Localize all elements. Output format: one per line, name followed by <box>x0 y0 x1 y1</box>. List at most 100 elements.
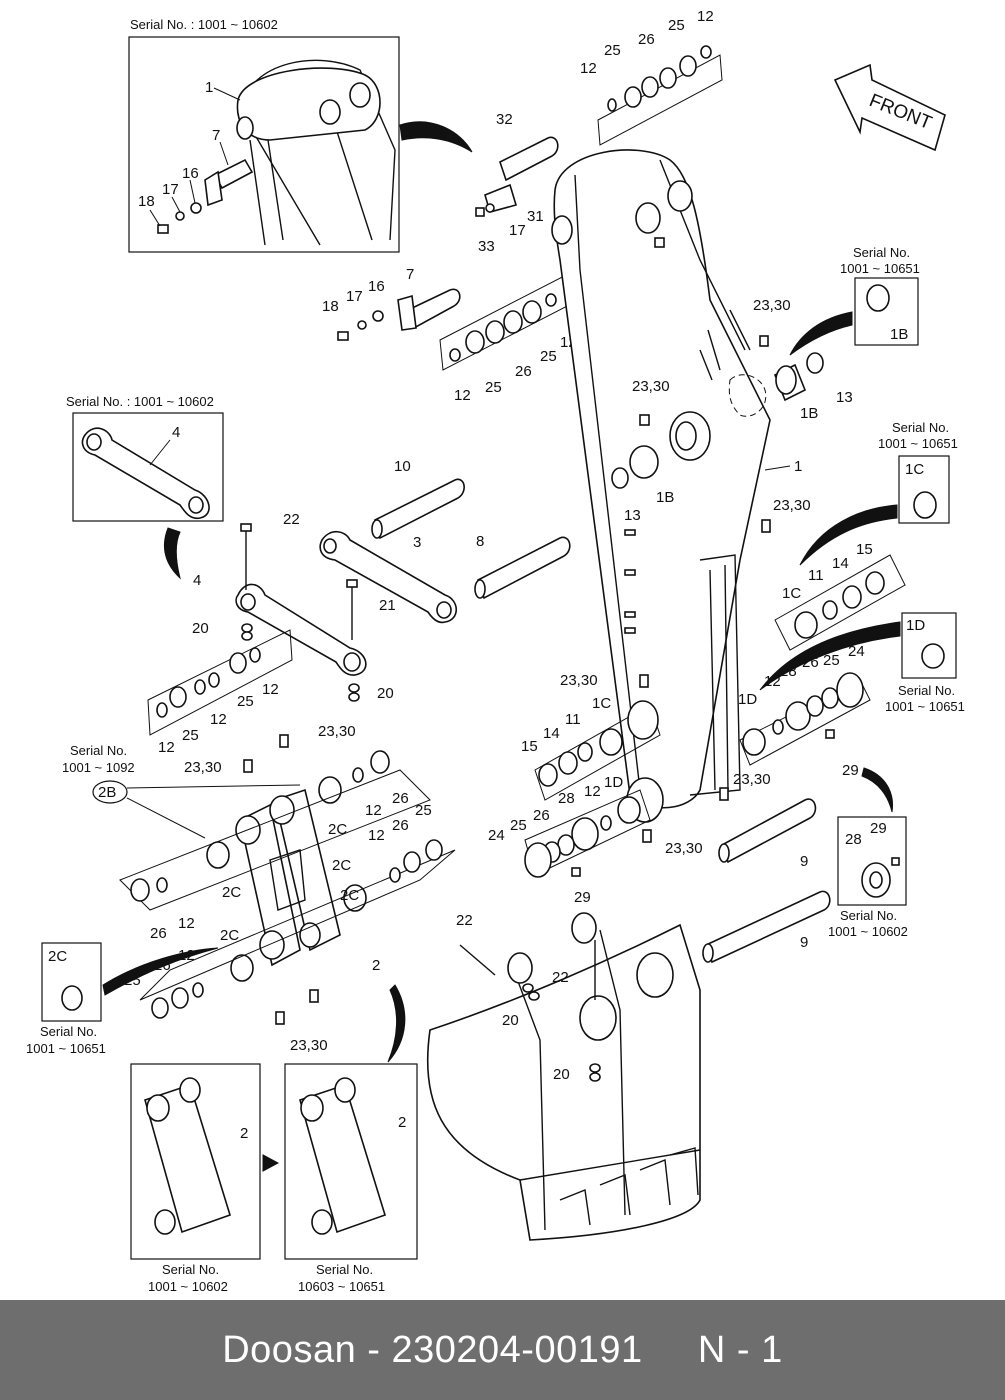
label-2C: 2C <box>332 857 351 874</box>
label-1B: 1B <box>656 489 674 506</box>
label-12: 12 <box>368 827 385 844</box>
serial-1d-line1: Serial No. <box>898 683 955 698</box>
label-4: 4 <box>172 424 180 441</box>
label-28: 28 <box>558 790 575 807</box>
label-25: 25 <box>182 727 199 744</box>
inset-link-2-b: 2 Serial No. 10603 ~ 10651 <box>284 1063 418 1294</box>
label-25: 25 <box>510 817 527 834</box>
bushing-1d-right: 1D 12 28 26 25 24 29 <box>738 643 871 779</box>
serial-link-a-line2: 1001 ~ 10602 <box>148 1279 228 1294</box>
callout-arrow-1b <box>789 311 853 356</box>
label-12: 12 <box>697 8 714 25</box>
inset-2b-callout: Serial No. 1001 ~ 1092 2B <box>62 743 301 839</box>
label-25: 25 <box>237 693 254 710</box>
bushing-1b-inside: 23,30 1B 13 <box>611 378 674 524</box>
label-23-30: 23,30 <box>665 840 703 857</box>
inset-link-2-a: 2 Serial No. 1001 ~ 10602 <box>130 1063 261 1294</box>
label-20: 20 <box>377 685 394 702</box>
label-20: 20 <box>192 620 209 637</box>
label-10: 10 <box>394 458 411 475</box>
label-16: 16 <box>182 165 199 182</box>
top-washer-stack: 12 25 26 25 12 <box>580 8 723 146</box>
label-26: 26 <box>150 925 167 942</box>
label-25: 25 <box>485 379 502 396</box>
label-15: 15 <box>521 738 538 755</box>
label-12: 12 <box>158 739 175 756</box>
label-33: 33 <box>478 238 495 255</box>
inset-1b: Serial No. 1001 ~ 10651 1B <box>840 245 920 346</box>
pin-9-upper: 9 <box>718 798 817 870</box>
label-26: 26 <box>802 654 819 671</box>
serial-1b-line2: 1001 ~ 10651 <box>840 261 920 276</box>
label-4: 4 <box>193 572 201 589</box>
label-23-30: 23,30 <box>184 759 222 776</box>
label-9: 9 <box>800 934 808 951</box>
label-2: 2 <box>398 1114 406 1131</box>
label-2C: 2C <box>222 884 241 901</box>
callout-arrow-28 <box>861 767 894 813</box>
footer-bar: Doosan - 230204-00191 N - 1 <box>0 1300 1005 1400</box>
label-18: 18 <box>322 298 339 315</box>
label-12: 12 <box>178 915 195 932</box>
serial-1c-line2: 1001 ~ 10651 <box>878 436 958 451</box>
front-arrow: FRONT <box>833 63 946 152</box>
label-26: 26 <box>392 790 409 807</box>
callout-arrow-2c <box>102 947 219 996</box>
label-12: 12 <box>764 673 781 690</box>
label-12: 12 <box>365 802 382 819</box>
label-20: 20 <box>553 1066 570 1083</box>
left-washer-stack: 12 25 12 25 12 <box>147 629 293 756</box>
bushing-1c-right: 23,30 1C 11 14 15 <box>761 497 906 651</box>
label-2: 2 <box>240 1125 248 1142</box>
label-25: 25 <box>604 42 621 59</box>
callout-arrow-1d <box>759 621 901 691</box>
label-1C: 1C <box>592 695 611 712</box>
label-1D: 1D <box>738 691 757 708</box>
serial-2b-line2: 1001 ~ 1092 <box>62 760 135 775</box>
arrow-right-icon <box>262 1154 280 1172</box>
label-26: 26 <box>392 817 409 834</box>
label-12: 12 <box>210 711 227 728</box>
label-23-30: 23,30 <box>733 771 771 788</box>
serial-1d-line2: 1001 ~ 10651 <box>885 699 965 714</box>
label-29: 29 <box>842 762 859 779</box>
pin-32-group: 32 31 17 33 <box>475 111 559 255</box>
inset-link-4: Serial No. : 1001 ~ 10602 4 <box>66 394 224 522</box>
inset-28-29: 28 29 Serial No. 1001 ~ 10602 <box>828 816 908 939</box>
label-20: 20 <box>502 1012 519 1029</box>
label-23-30: 23,30 <box>753 297 791 314</box>
serial-link-b-line1: Serial No. <box>316 1262 373 1277</box>
inset-2c: 2C Serial No. 1001 ~ 10651 <box>26 942 106 1056</box>
label-24: 24 <box>848 643 865 660</box>
label-22: 22 <box>456 912 473 929</box>
label-21: 21 <box>379 597 396 614</box>
label-13: 13 <box>624 507 641 524</box>
label-12: 12 <box>262 681 279 698</box>
label-31: 31 <box>527 208 544 225</box>
label-25: 25 <box>415 802 432 819</box>
inset-arm-top-left: Serial No. : 1001 ~ 10602 1 7 16 17 18 <box>128 17 400 253</box>
serial-28-line1: Serial No. <box>840 908 897 923</box>
serial-2b-line1: Serial No. <box>70 743 127 758</box>
label-2B: 2B <box>98 784 116 801</box>
label-23-30: 23,30 <box>290 1037 328 1054</box>
label-1B: 1B <box>890 326 908 343</box>
pin-9-lower: 9 <box>702 890 831 964</box>
label-28: 28 <box>780 663 797 680</box>
label-15: 15 <box>856 541 873 558</box>
label-29: 29 <box>870 820 887 837</box>
arm-main-part-1: 1 <box>551 149 802 823</box>
label-13: 13 <box>836 389 853 406</box>
label-1: 1 <box>205 79 213 96</box>
label-23-30: 23,30 <box>318 723 356 740</box>
label-25: 25 <box>540 348 557 365</box>
label-26: 26 <box>533 807 550 824</box>
label-26: 26 <box>515 363 532 380</box>
inset-1d: 1D Serial No. 1001 ~ 10651 <box>885 612 965 714</box>
label-7: 7 <box>212 127 220 144</box>
serial-1c-line1: Serial No. <box>892 420 949 435</box>
label-23-30: 23,30 <box>560 672 598 689</box>
footer-text: Doosan - 230204-00191 N - 1 <box>222 1328 783 1371</box>
bushing-1d-center: 1D 12 28 26 25 24 29 23,30 23,30 <box>488 771 771 906</box>
label-11: 11 <box>565 711 581 728</box>
